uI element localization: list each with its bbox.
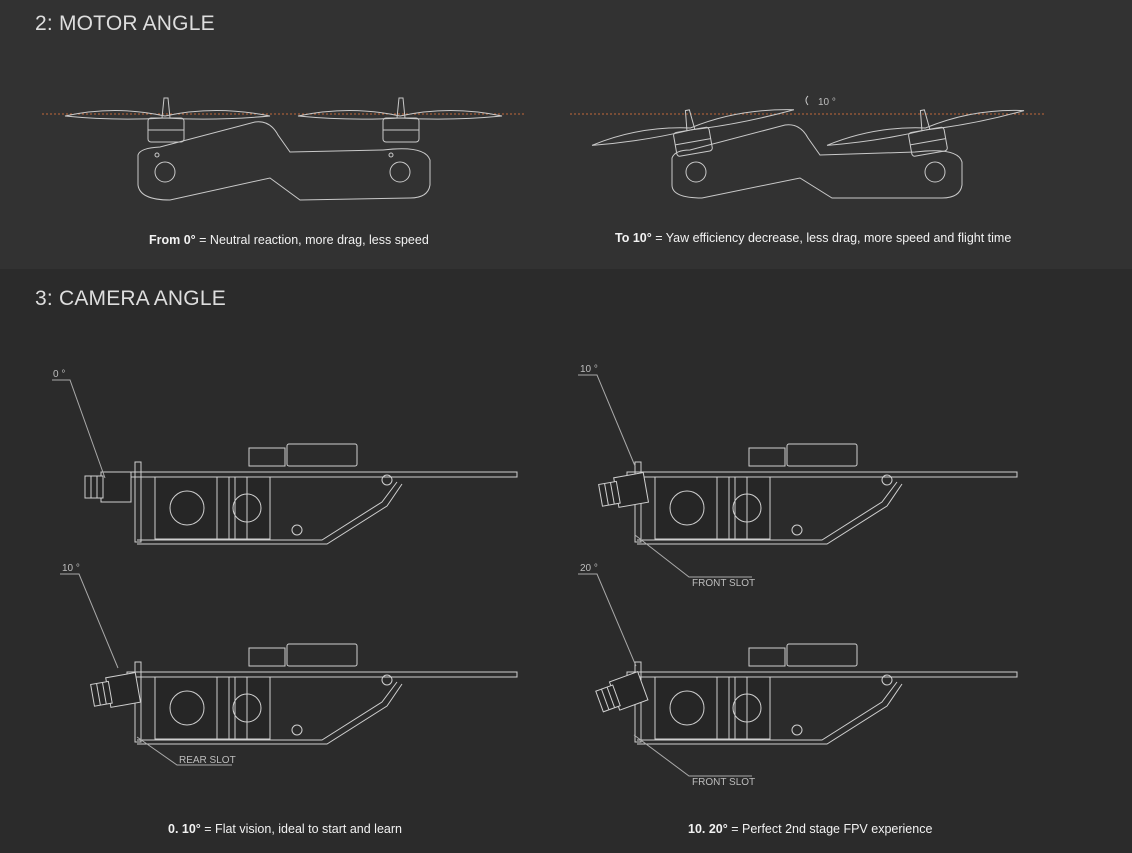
caption-text: = Yaw efficiency decrease, less drag, mo… [651,231,1012,245]
caption-text: = Perfect 2nd stage FPV experience [727,822,933,836]
propeller-tilted-right [826,109,1025,146]
slot-label: FRONT SLOT [692,578,755,589]
motor-diagram-0deg [42,97,525,201]
propeller-tilted-left [591,109,795,146]
angle-label: 20 ° [580,563,598,574]
angle-label: 10 ° [62,563,80,574]
leader-line [60,573,119,669]
leader-line [136,736,232,766]
propeller-right [297,110,503,120]
propeller-left [64,110,271,120]
caption-bold: To 10° [615,231,652,245]
camera-caption-left: 0. 10° = Flat vision, ideal to start and… [168,822,402,836]
caption-bold: 0. 10° [168,822,201,836]
leader-line [633,734,752,777]
camera-angle-title: 3: CAMERA ANGLE [35,287,226,310]
leader-line [634,534,752,578]
camera-drawing-0deg: 0 ° [52,369,518,545]
rotation-arrow-icon [805,95,809,106]
leader-line [578,573,637,667]
camera-caption-right: 10. 20° = Perfect 2nd stage FPV experien… [688,822,932,836]
motor-angle-title: 2: MOTOR ANGLE [35,12,215,35]
angle-label: 10 ° [580,364,598,375]
leader-line [52,379,106,479]
frame-arm [137,121,431,201]
camera-drawing-20deg-front: 20 ° FRONT SLOT [578,563,1018,788]
caption-bold: From 0° [149,233,196,247]
frame-arm-tilted [671,124,963,199]
camera-angle-section: 3: CAMERA ANGLE 0. 10° = Flat vision, id… [0,269,1132,853]
caption-bold: 10. 20° [688,822,728,836]
slot-label: FRONT SLOT [692,777,755,788]
slot-label: REAR SLOT [179,755,236,766]
motor-caption-right: To 10° = Yaw efficiency decrease, less d… [615,231,1011,245]
motor-angle-section: 2: MOTOR ANGLE 10 ° [0,0,1132,269]
motor-angle-drawings: 10 ° [42,95,1045,201]
camera-drawing-10deg-rear: 10 ° REAR SLOT [60,563,518,766]
angle-label: 0 ° [53,369,65,380]
motor-diagram-10deg: 10 ° [570,95,1045,199]
caption-text: = Flat vision, ideal to start and learn [200,822,402,836]
leader-line [578,374,636,467]
camera-drawing-10deg-front: 10 ° FRONT SLOT [578,364,1018,589]
motor-angle-note: 10 ° [818,97,836,108]
caption-text: = Neutral reaction, more drag, less spee… [195,233,429,247]
motor-caption-left: From 0° = Neutral reaction, more drag, l… [149,233,429,247]
